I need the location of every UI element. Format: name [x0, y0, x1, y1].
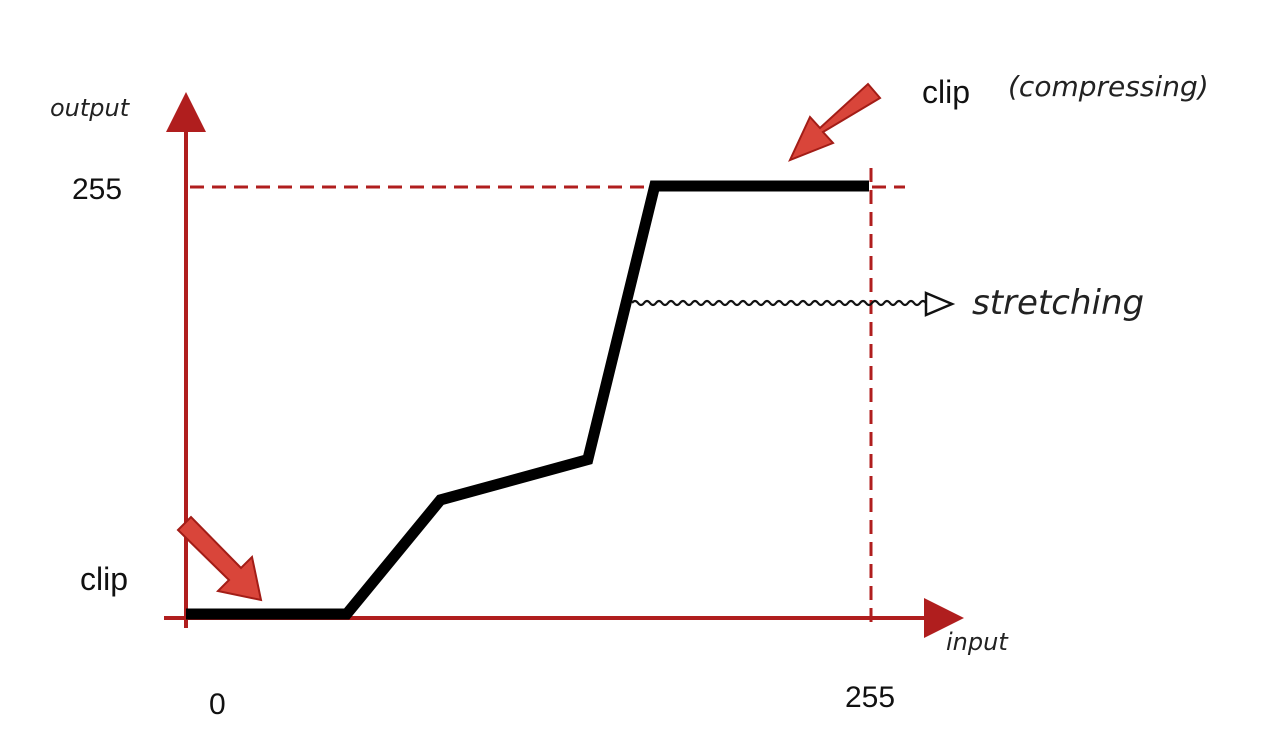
bottom-clip-label: clip — [80, 561, 128, 597]
stretching-wavy-arrow — [631, 299, 939, 307]
stretching-label: stretching — [972, 283, 1144, 323]
x-axis-label: input — [946, 628, 1009, 656]
top-clip-note: (compressing) — [1008, 70, 1209, 103]
y-tick-255: 255 — [72, 173, 122, 206]
x-tick-255: 255 — [845, 681, 895, 714]
top-clip-label: clip — [922, 74, 970, 110]
x-tick-0: 0 — [209, 688, 226, 721]
tone-curve-line — [186, 180, 869, 620]
stretching-arrowhead-icon — [924, 291, 956, 317]
bottom-clip-arrow-icon — [176, 515, 263, 602]
y-axis-label: output — [50, 94, 131, 122]
top-clip-arrow-icon — [788, 82, 882, 162]
